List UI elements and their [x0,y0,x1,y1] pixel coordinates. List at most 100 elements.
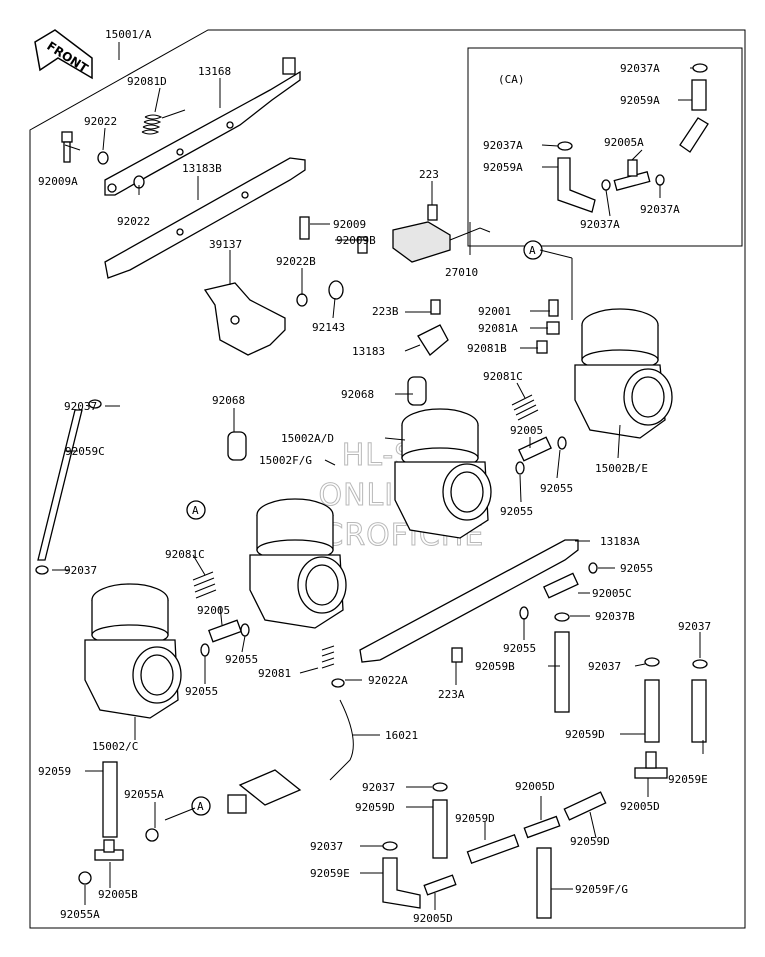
part-label: 92059D [355,801,395,814]
washer-92022b [296,293,308,307]
ref-marker-letter: A [197,800,204,813]
part-label: 27010 [445,266,478,279]
part-label: 13183B [182,162,222,175]
part-label: 92059D [455,812,495,825]
part-label: 92005B [98,888,138,901]
part-label: 92005A [604,136,644,149]
hose-92059d-d [466,833,520,865]
part-label: 15002B/E [595,462,648,475]
part-label: 92009 [333,218,366,231]
part-label: 92037 [64,564,97,577]
hose-92059e-low [382,857,421,909]
part-label: 92037 [678,620,711,633]
clip-92037-low-b [382,841,398,851]
cap-92068-upper [407,376,427,406]
spring-92081c-left [192,571,217,599]
clip-92037-mid [35,565,49,575]
ca-hose-bend [679,117,709,153]
clip-92037-low-a [432,782,448,792]
diagram-frame [29,29,746,929]
part-label: 92005D [620,800,660,813]
plate-13183a [359,539,579,663]
part-label: 92055A [124,788,164,801]
part-label: 13183 [352,345,385,358]
part-label: 92081C [483,370,523,383]
part-label: 223 [419,168,439,181]
part-label: 92022 [84,115,117,128]
oring-92055a [145,828,159,842]
pipe-92005-center [518,436,552,462]
part-label: 92059E [310,867,350,880]
part-label: 92009A [38,175,78,188]
ref-marker-a-left: A [186,500,206,520]
part-label: 92143 [312,321,345,334]
part-label: 92059A [483,161,523,174]
hose-92059b [554,631,570,713]
oring-92055-e [588,562,598,574]
hose-92059fg [536,847,552,919]
part-label: 92055 [185,685,218,698]
part-label: 92059A [620,94,660,107]
part-label: 92059F/G [575,883,628,896]
hose-92059d-b [563,791,607,821]
screw-92009 [299,216,310,240]
carburetor-15002f-g [249,498,347,629]
screw-223 [427,204,438,221]
oring-92055-f [519,606,529,620]
front-arrow-icon: FRONT [34,29,93,80]
part-label: 92055A [60,908,100,921]
part-label: 92081A [478,322,518,335]
bracket-39137 [203,282,286,356]
part-label: 92037B [595,610,635,623]
clip-92037-right-b [692,659,708,669]
part-label: 92037 [64,400,97,413]
part-label: 92005D [515,780,555,793]
oring-92055-c [200,643,210,657]
plate-13183b [104,157,306,279]
oring-92055-d [240,623,250,637]
ca-tee-92005a [613,159,651,192]
oring-92055a-b [78,871,92,885]
carburetor-15002b-e [574,308,673,439]
tee-92005d-right [634,751,668,779]
part-label: 92055 [503,642,536,655]
part-label: 223A [438,688,465,701]
ref-marker-letter: A [192,504,199,517]
oring-92055-a [515,461,525,475]
part-label: 15001/A [105,28,152,41]
spring-92081a [546,321,560,335]
ref-marker-a-bottom: A [191,796,211,816]
part-label: 92055 [540,482,573,495]
part-label: 92059 [38,765,71,778]
leader-lines [52,42,704,910]
pipe-92005-left [208,619,242,643]
clip-92037-right-a [644,657,660,667]
part-label: 92068 [341,388,374,401]
spring-92081 [321,645,335,669]
part-label: 92037A [620,62,660,75]
part-label: 15002/C [92,740,138,753]
hose-92059d-c [432,799,448,859]
joint-92005c [543,572,579,599]
screw-92009b [357,236,368,254]
part-label: 92059B [475,660,515,673]
clip-92037b [554,612,570,622]
part-label: 15002A/D [281,432,334,445]
ca-clip-92037a-top [692,63,708,73]
part-label: 92081C [165,548,205,561]
hose-92059d-a [644,679,660,743]
spring-92081c-right [511,394,539,421]
part-label: 92037A [640,203,680,216]
part-label: 92009B [336,234,376,247]
part-label: 92005C [592,587,632,600]
nut-92143 [328,280,344,300]
part-label: 92037 [310,840,343,853]
clamp-13183 [417,324,449,356]
part-label: 92068 [212,394,245,407]
tee-92005d-center [523,815,561,839]
part-label: 92037 [588,660,621,673]
hose-92059-left [102,761,118,838]
part-label: 13183A [600,535,640,548]
part-label: 92055 [225,653,258,666]
